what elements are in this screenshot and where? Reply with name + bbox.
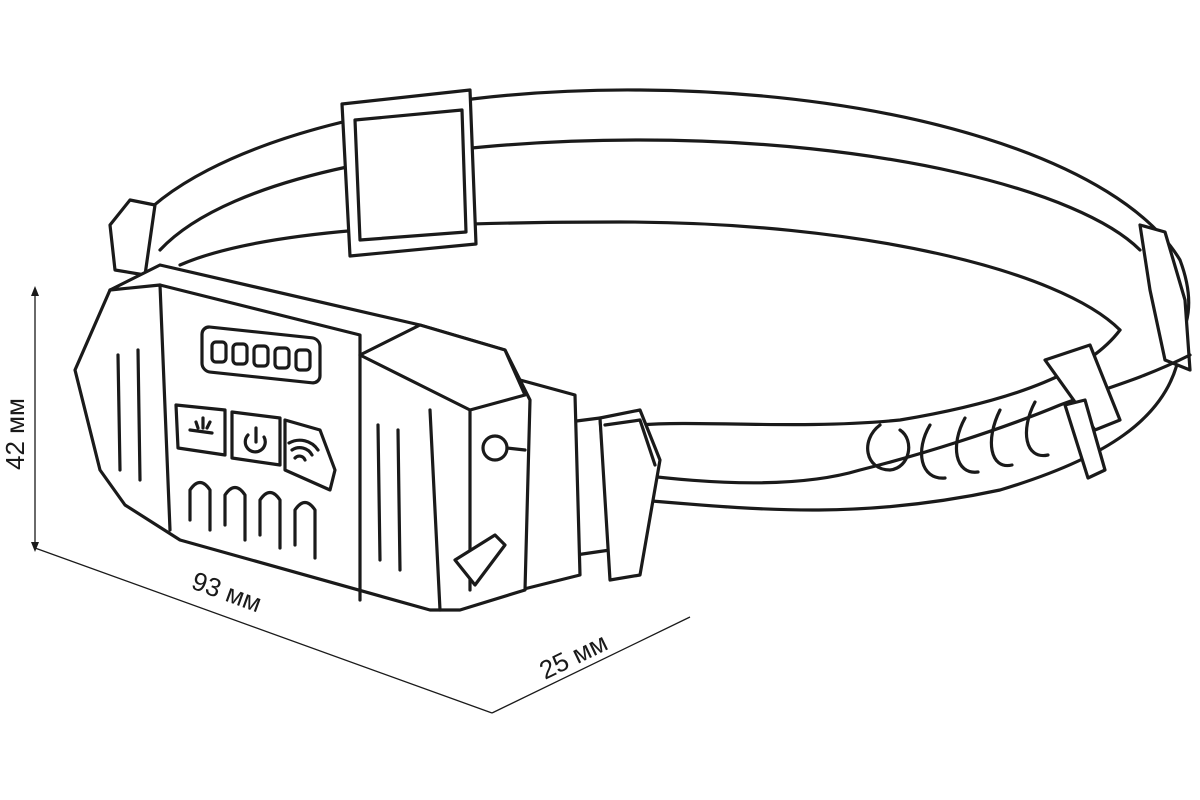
dimension-height: 42 мм xyxy=(0,286,39,552)
lamp-body xyxy=(73,263,582,612)
mode-button[interactable] xyxy=(174,403,227,457)
wave-sensor-icon xyxy=(287,438,320,462)
power-icon xyxy=(243,426,267,454)
control-panel xyxy=(174,325,337,492)
buckle-top xyxy=(340,88,478,258)
headband xyxy=(108,88,1192,512)
length-label: 93 мм xyxy=(188,565,266,618)
charging-port-icon xyxy=(481,434,509,462)
power-button[interactable] xyxy=(230,410,282,467)
sensor-button[interactable] xyxy=(283,418,337,492)
depth-label: 25 мм xyxy=(534,627,612,685)
dimension-depth: 25 мм xyxy=(491,616,691,714)
battery-indicator-icon xyxy=(210,340,312,372)
height-label: 42 мм xyxy=(0,398,30,470)
